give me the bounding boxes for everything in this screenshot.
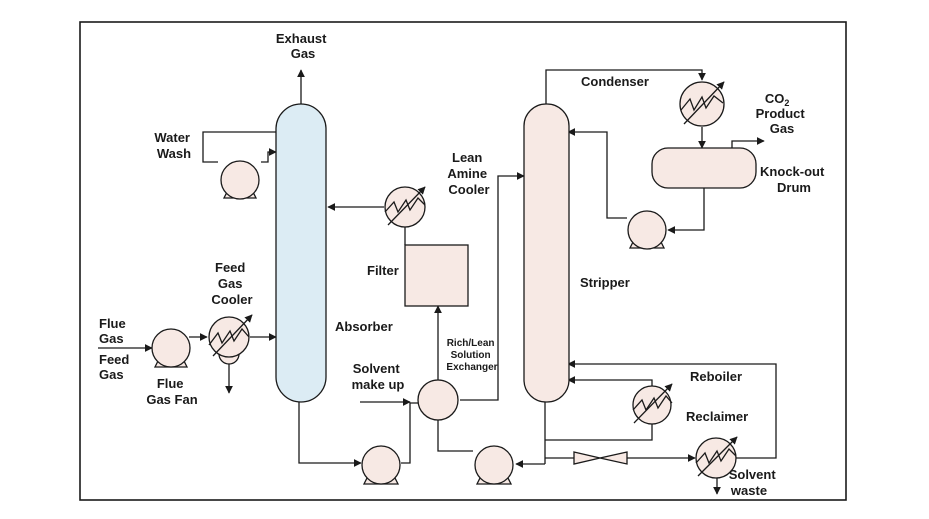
lean-amine-pump [474,445,514,485]
water-wash-pump [220,160,260,200]
stripper-label: Stripper [580,275,630,290]
reclaimer [695,436,738,479]
solvent-waste-label: Solvent waste [729,467,780,498]
stripper-column [523,103,570,403]
exhaust-gas-label: Exhaust Gas [276,31,330,61]
reboiler-label: Reboiler [690,369,742,384]
water-wash-label: Water Wash [154,130,193,161]
reboiler [632,383,673,425]
feed-gas-cooler-label: Feed Gas Cooler [211,260,252,307]
reflux-pump [627,210,667,250]
co2-product-gas-label: CO2 Product Gas [756,91,809,136]
rich-lean-exchanger-label: Rich/Lean Solution Exchanger [446,338,497,373]
flue-gas-fan [151,328,191,368]
solvent-make-up-label: Solvent make up [352,361,405,392]
rich-lean-exchanger [417,379,459,421]
filter-unit [404,244,469,307]
knock-out-drum [651,147,757,189]
filter-label: Filter [367,263,399,278]
condenser [679,81,725,127]
flue-gas-label: Flue Gas [99,316,129,346]
knock-out-drum-label: Knock-out Drum [760,164,828,195]
absorber-label: Absorber [335,319,393,334]
flue-gas-fan-label: Flue Gas Fan [146,376,197,407]
absorber-column [275,103,327,403]
reclaimer-label: Reclaimer [686,409,748,424]
feed-gas-label: Feed Gas [99,352,133,382]
lean-amine-cooler [384,186,426,228]
rich-amine-pump [361,445,401,485]
control-valve [573,451,628,465]
lean-amine-cooler-label: Lean Amine Cooler [447,150,490,197]
feed-gas-cooler [208,314,253,365]
condenser-label: Condenser [581,74,649,89]
